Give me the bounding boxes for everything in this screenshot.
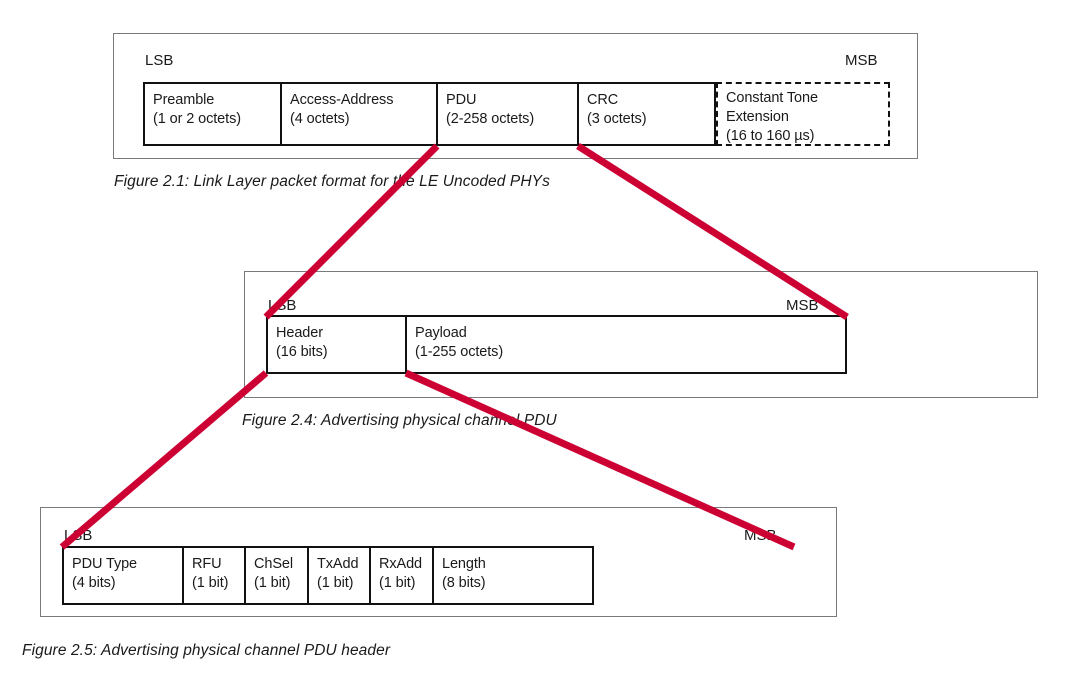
field-chsel-name: ChSel (254, 556, 293, 572)
field-access-address: Access-Address (4 octets) (281, 82, 437, 146)
field-rfu-name: RFU (192, 556, 222, 572)
field-rfu-size: (1 bit) (192, 575, 229, 591)
field-pdu-size: (2-258 octets) (446, 111, 535, 127)
figure-2-1-packet: Preamble (1 or 2 octets) Access-Address … (143, 82, 890, 146)
field-pdu-type-name: PDU Type (72, 556, 138, 572)
field-rxadd: RxAdd (1 bit) (370, 546, 433, 605)
figure-2-1-lsb-label: LSB (145, 52, 174, 69)
field-access-address-name: Access-Address (290, 92, 394, 108)
figure-2-4-lsb-label: LSB (268, 297, 297, 314)
field-crc: CRC (3 octets) (578, 82, 716, 146)
field-txadd: TxAdd (1 bit) (308, 546, 370, 605)
field-rxadd-size: (1 bit) (379, 575, 416, 591)
field-txadd-size: (1 bit) (317, 575, 354, 591)
field-constant-tone-extension-size: (16 to 160 µs) (726, 128, 815, 144)
field-rfu: RFU (1 bit) (183, 546, 245, 605)
figure-2-5-lsb-label: LSB (64, 527, 93, 544)
field-crc-size: (3 octets) (587, 111, 647, 127)
field-chsel: ChSel (1 bit) (245, 546, 308, 605)
field-payload-size: (1-255 octets) (415, 344, 504, 360)
field-txadd-name: TxAdd (317, 556, 359, 572)
field-preamble: Preamble (1 or 2 octets) (143, 82, 281, 146)
figure-2-1-msb-label: MSB (845, 52, 878, 69)
field-pdu-type-size: (4 bits) (72, 575, 116, 591)
field-access-address-size: (4 octets) (290, 111, 350, 127)
field-pdu-type: PDU Type (4 bits) (62, 546, 183, 605)
field-rxadd-name: RxAdd (379, 556, 423, 572)
field-header-size: (16 bits) (276, 344, 328, 360)
figure-2-4-packet: Header (16 bits) Payload (1-255 octets) (266, 315, 847, 374)
field-length: Length (8 bits) (433, 546, 594, 605)
field-header-name: Header (276, 325, 323, 341)
figure-2-4-msb-label: MSB (786, 297, 819, 314)
field-payload-name: Payload (415, 325, 467, 341)
figure-2-1-caption: Figure 2.1: Link Layer packet format for… (114, 173, 550, 190)
field-length-size: (8 bits) (442, 575, 486, 591)
figure-2-5-msb-label: MSB (744, 527, 777, 544)
figure-2-4-caption: Figure 2.4: Advertising physical channel… (242, 412, 557, 429)
field-pdu-name: PDU (446, 92, 477, 108)
field-pdu: PDU (2-258 octets) (437, 82, 578, 146)
figure-2-5-caption: Figure 2.5: Advertising physical channel… (22, 642, 391, 659)
figure-2-1-frame (113, 33, 918, 159)
field-crc-name: CRC (587, 92, 619, 108)
field-length-name: Length (442, 556, 486, 572)
field-payload: Payload (1-255 octets) (406, 315, 847, 374)
field-constant-tone-extension-name-line2: Extension (726, 109, 789, 125)
field-header: Header (16 bits) (266, 315, 406, 374)
field-constant-tone-extension-name-line1: Constant Tone (726, 90, 818, 106)
field-chsel-size: (1 bit) (254, 575, 291, 591)
figure-2-5-packet: PDU Type (4 bits) RFU (1 bit) ChSel (1 b… (62, 546, 594, 605)
field-preamble-size: (1 or 2 octets) (153, 111, 241, 127)
field-constant-tone-extension: Constant Tone Extension (16 to 160 µs) (716, 82, 890, 146)
field-preamble-name: Preamble (153, 92, 215, 108)
